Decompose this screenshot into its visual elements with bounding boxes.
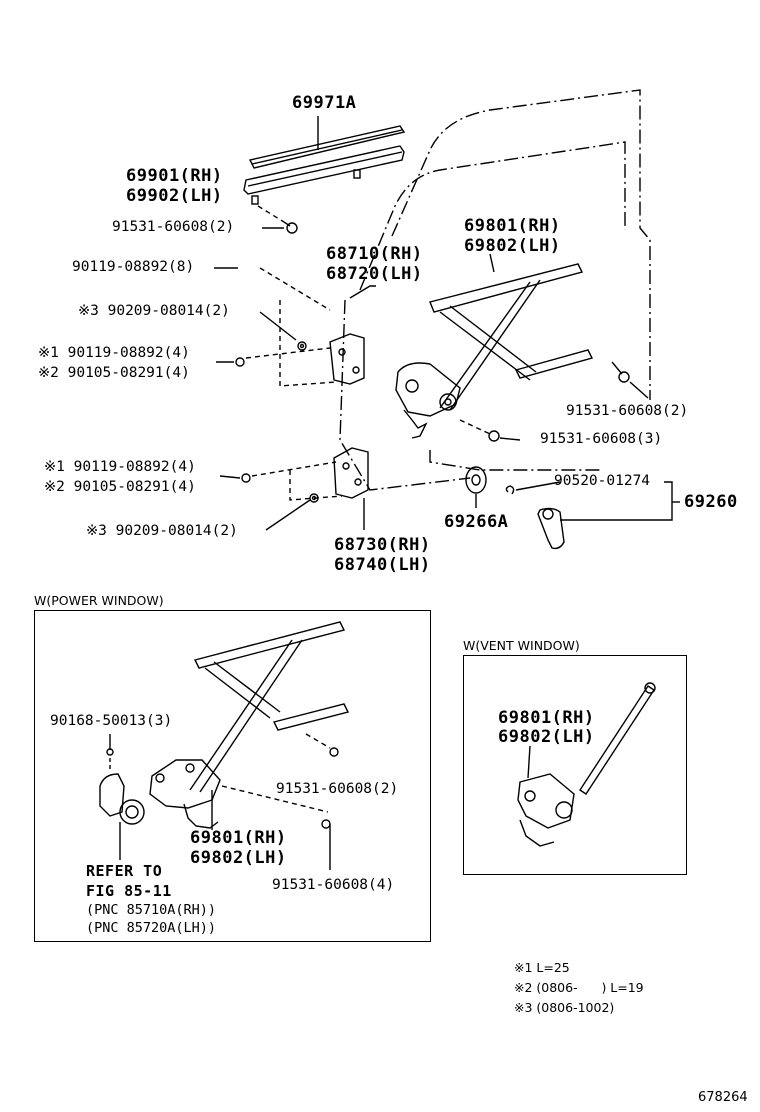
power-window-box	[34, 610, 431, 942]
note-1: ※1 L=25	[514, 960, 570, 975]
door-outline	[391, 89, 651, 400]
label-pw-69801: 69801(RH)	[190, 828, 287, 848]
refer-to-text: REFER TO	[86, 862, 163, 880]
label-69901: 69901(RH)	[126, 166, 223, 186]
note-2: ※2 (0806- ) L=19	[514, 980, 644, 995]
label-68710: 68710(RH)	[326, 244, 423, 264]
label-91531-a: 91531-60608(2)	[112, 219, 235, 235]
vent-window-regulator	[517, 682, 656, 847]
label-90119-a: 90119-08892(8)	[72, 259, 195, 275]
figure-number: 678264	[698, 1090, 748, 1105]
hinge-upper	[329, 333, 365, 385]
label-90119-b: ※1 90119-08892(4)	[38, 345, 190, 361]
label-90119-c: ※1 90119-08892(4)	[44, 459, 196, 475]
power-window-caption: W(POWER WINDOW)	[34, 593, 164, 608]
glass-run-channel	[248, 125, 406, 169]
pnc-rh-text: (PNC 85710A(RH))	[86, 902, 217, 918]
pnc-lh-text: (PNC 85720A(LH))	[86, 920, 217, 936]
label-91531-d: 91531-60608(2)	[276, 781, 399, 797]
handle-washer	[465, 466, 487, 494]
door-inner-outline	[359, 141, 626, 291]
window-channel	[243, 145, 405, 205]
hinge-lower	[333, 447, 369, 499]
label-90209-b: ※3 90209-08014(2)	[86, 523, 238, 539]
label-90105-a: ※2 90105-08291(4)	[38, 365, 190, 381]
label-vw-69802: 69802(LH)	[498, 727, 595, 747]
label-68730: 68730(RH)	[334, 535, 431, 555]
label-69802-a: 69802(LH)	[464, 236, 561, 256]
label-69902: 69902(LH)	[126, 186, 223, 206]
label-69801-a: 69801(RH)	[464, 216, 561, 236]
vent-window-box	[463, 655, 687, 875]
label-68720: 68720(LH)	[326, 264, 423, 284]
label-91531-c: 91531-60608(3)	[540, 431, 663, 447]
bolt	[283, 221, 298, 234]
window-motor	[99, 773, 145, 825]
label-90520: 90520-01274	[554, 473, 651, 489]
label-90105-b: ※2 90105-08291(4)	[44, 479, 196, 495]
label-68740: 68740(LH)	[334, 555, 431, 575]
window-crank-handle	[537, 507, 565, 550]
refer-fig-text: FIG 85-11	[86, 882, 172, 900]
vent-window-caption: W(VENT WINDOW)	[463, 638, 580, 653]
label-pw-69802: 69802(LH)	[190, 848, 287, 868]
label-90168: 90168-50013(3)	[50, 713, 173, 729]
label-90209-a: ※3 90209-08014(2)	[78, 303, 230, 319]
label-91531-b: 91531-60608(2)	[566, 403, 689, 419]
label-69971a: 69971A	[292, 93, 357, 113]
window-regulator	[395, 263, 594, 439]
note-3: ※3 (0806-1002)	[514, 1000, 615, 1015]
power-window-regulator	[149, 621, 350, 829]
label-69266a: 69266A	[444, 512, 509, 532]
label-91531-e: 91531-60608(4)	[272, 877, 395, 893]
label-69260: 69260	[684, 492, 738, 512]
label-vw-69801: 69801(RH)	[498, 708, 595, 728]
